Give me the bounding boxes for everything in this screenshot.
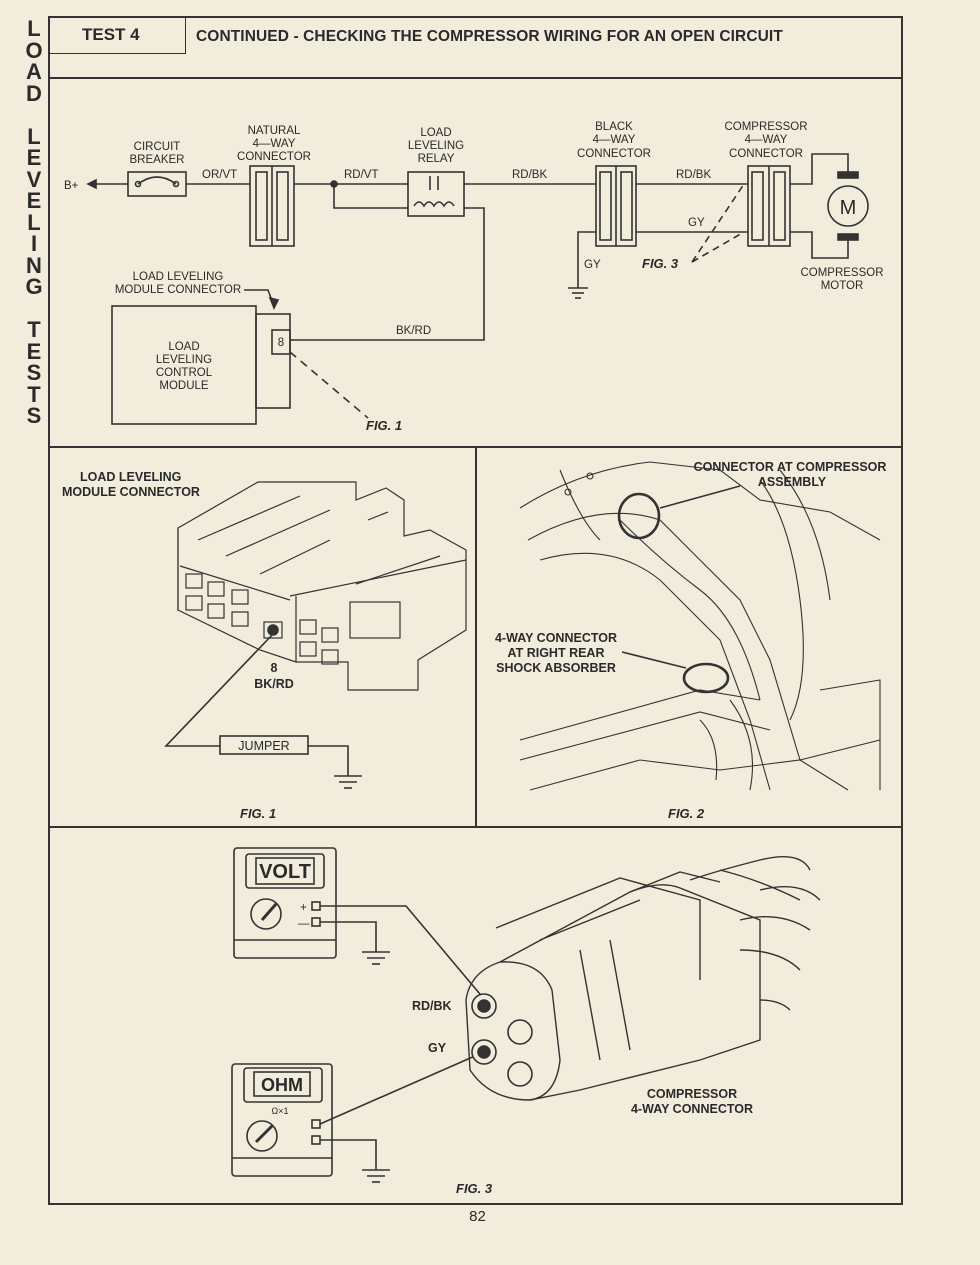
relay-label-2: LEVELING [408,140,464,152]
relay-label-3: RELAY [418,153,455,165]
black-connector-label-2: 4—WAY [593,134,636,146]
circuit-breaker-label-2: BREAKER [130,154,185,166]
compressor-connector-label-2: 4—WAY [745,134,788,146]
natural-connector-label-3: CONNECTOR [237,151,311,163]
module-label-1: LOAD [168,341,199,353]
wire-gy-label-2: GY [688,217,705,229]
fig2-callout-mid-1: 4-WAY CONNECTOR [495,631,617,645]
wire-or-vt-label: OR/VT [202,169,237,181]
volt-minus-label: — [298,918,310,930]
circuit-breaker-label-1: CIRCUIT [134,141,181,153]
natural-connector-label-1: NATURAL [248,125,301,137]
fig2-caption: FIG. 2 [668,806,705,821]
fig1-ref-label: FIG. 1 [366,418,402,433]
fig-split-divider [475,446,477,826]
motor-label-1: COMPRESSOR [800,267,883,279]
fig3-connector-label-1: COMPRESSOR [647,1087,737,1101]
fig2-callout-top-1: CONNECTOR AT COMPRESSOR [694,460,887,474]
section-side-tab: L O A D L E V E L I N G T E S T S [25,16,43,428]
wire-rd-bk-label-1: RD/BK [512,169,547,181]
figures-divider [48,826,903,828]
relay-label-1: LOAD [420,127,451,139]
fig1-caption: FIG. 1 [240,806,276,821]
fig1-wire-label: BK/RD [254,677,294,691]
compressor-connector-label-1: COMPRESSOR [724,121,807,133]
battery-label: B+ [64,180,79,192]
test-label: TEST 4 [48,16,186,54]
black-connector-label-1: BLACK [595,121,633,133]
volt-plus-label: + [300,902,307,914]
module-connector-label-1: LOAD LEVELING [133,271,224,283]
module-label-2: LEVELING [156,354,212,366]
fig3-wire-gy-label: GY [428,1041,447,1055]
compressor-connector-label-3: CONNECTOR [729,148,803,160]
module-label-3: CONTROL [156,367,213,379]
fig2-callout-top-2: ASSEMBLY [758,475,827,489]
wire-rd-bk-label-2: RD/BK [676,169,711,181]
fig3-ref-label: FIG. 3 [642,256,679,271]
jumper-label: JUMPER [238,739,289,753]
motor-label-2: MOTOR [821,280,864,292]
natural-connector-label-2: 4—WAY [253,138,296,150]
fig2-callout-mid-3: SHOCK ABSORBER [496,661,616,675]
ohm-range-label: Ω×1 [272,1106,289,1116]
wire-rd-vt-label: RD/VT [344,169,379,181]
module-connector-label-2: MODULE CONNECTOR [115,284,241,296]
motor-symbol: M [840,197,857,219]
fig1-title-2: MODULE CONNECTOR [62,485,200,499]
page-number: 82 [469,1208,486,1225]
page-title: CONTINUED - CHECKING THE COMPRESSOR WIRI… [196,28,783,45]
fig2-callout-mid-2: AT RIGHT REAR [508,646,605,660]
fig1-pin-label: 8 [271,661,278,675]
fig1-title-1: LOAD LEVELING [80,470,181,484]
fig3-connector-label-2: 4-WAY CONNECTOR [631,1102,753,1116]
wire-bk-rd-label: BK/RD [396,325,431,337]
wire-gy-label-1: GY [584,259,601,271]
header-divider [48,77,903,79]
ohm-meter-display: OHM [261,1075,303,1095]
volt-meter-display: VOLT [259,861,311,883]
page-frame [48,16,903,1205]
module-label-4: MODULE [159,380,209,392]
black-connector-label-3: CONNECTOR [577,148,651,160]
module-pin-label: 8 [278,337,284,349]
fig3-caption: FIG. 3 [456,1181,493,1196]
fig3-wire-rd-bk-label: RD/BK [412,999,452,1013]
